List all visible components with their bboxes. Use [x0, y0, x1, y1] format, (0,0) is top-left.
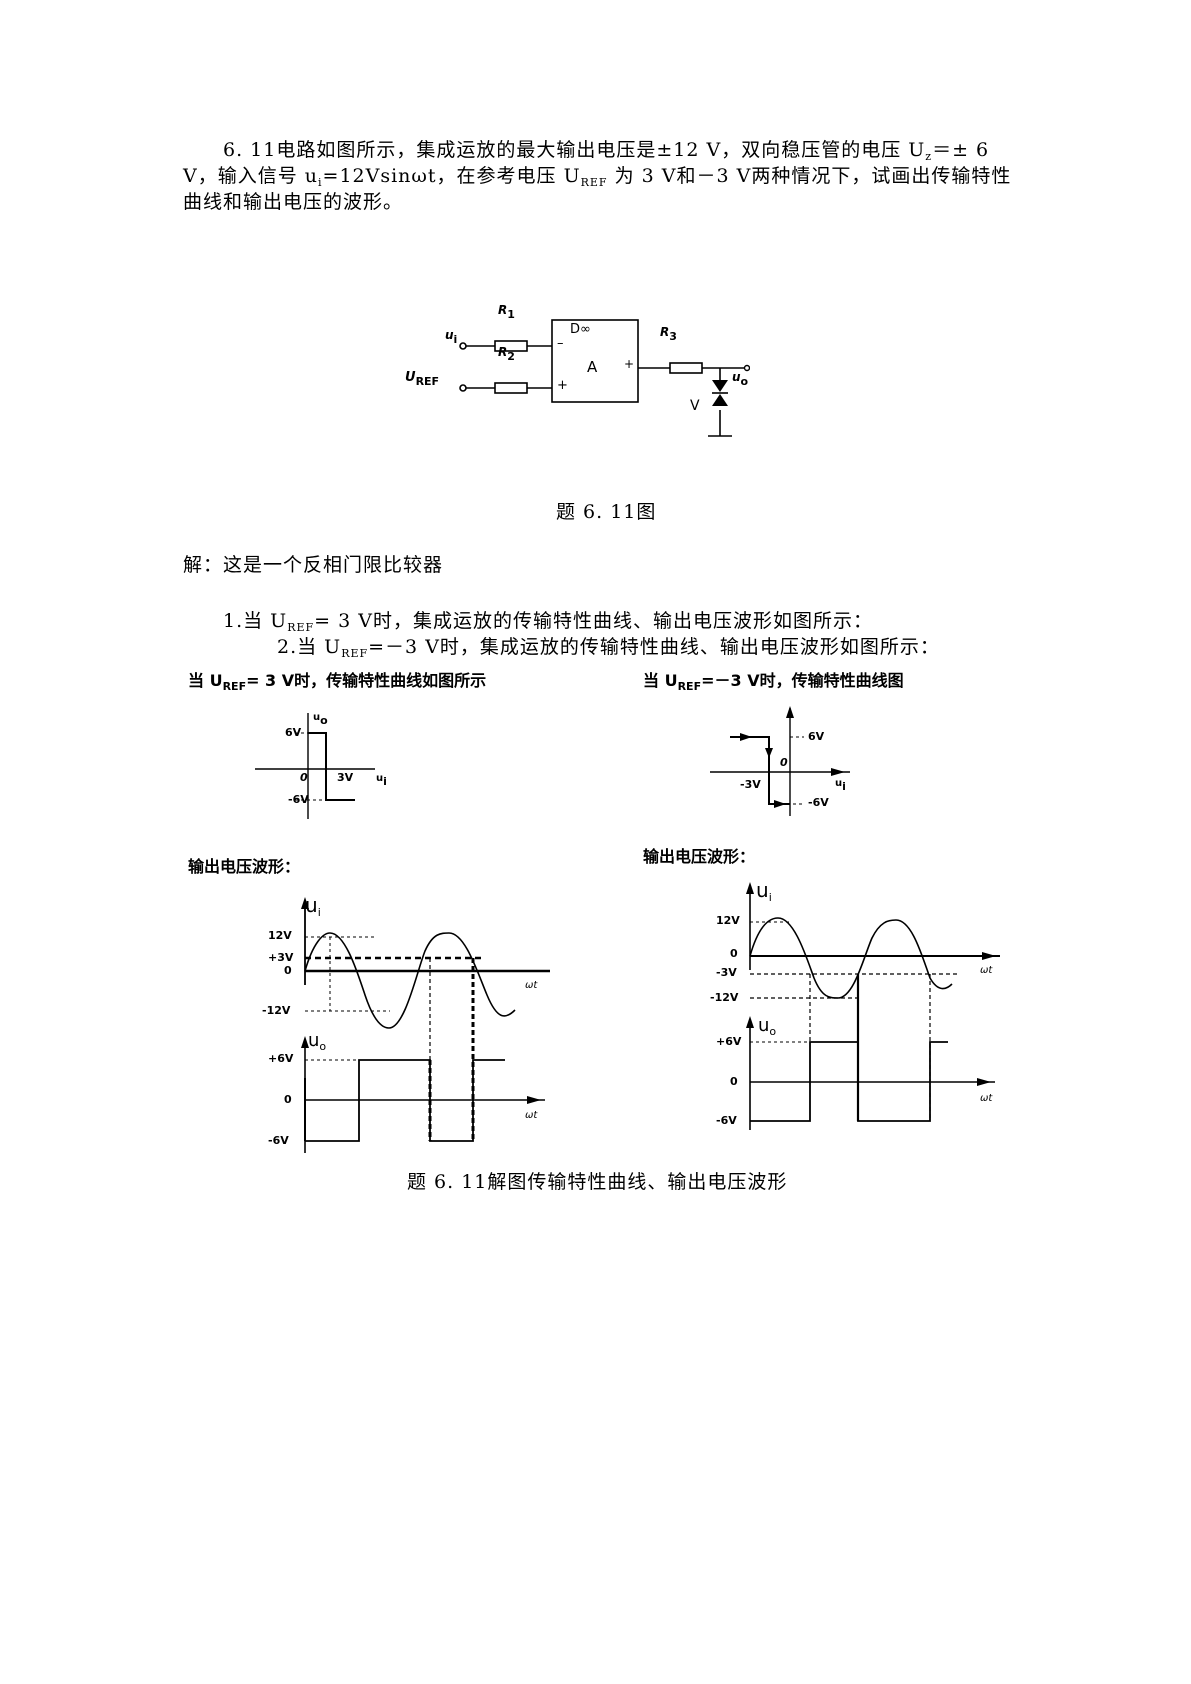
right-wave-uo-label: uo: [758, 1015, 777, 1038]
problem-line-2: V，输入信号 ui=12Vsinωt，在参考电压 UREF 为 3 V和－3 V…: [183, 165, 1012, 189]
left-wave-wt2: ωt: [525, 1110, 538, 1121]
left-input-sine: [304, 932, 516, 1029]
left-wave-ym12: -12V: [262, 1004, 291, 1017]
circuit-diagram: [459, 319, 750, 437]
right-waveform: [746, 882, 1000, 1130]
figure-caption: 题 6. 11图: [556, 501, 657, 523]
opamp-minus: –: [557, 336, 564, 351]
right-wave-wt2: ωt: [980, 1093, 993, 1104]
left-waveform: [301, 897, 550, 1153]
right-wave-y0b: 0: [730, 1075, 738, 1088]
right-tc-x-axis-label: ui: [835, 778, 846, 793]
right-wave-yp6: +6V: [716, 1035, 742, 1048]
opamp-plus-input: +: [557, 378, 568, 393]
solution-text: 解：这是一个反相门限比较器: [183, 554, 444, 576]
right-wave-y12: 12V: [716, 914, 740, 927]
right-wave-wt: ωt: [980, 965, 993, 976]
opamp-plus-output: +: [624, 357, 635, 371]
circuit-r3-label: R3: [660, 325, 677, 343]
left-wave-y3: +3V: [268, 951, 294, 964]
zener-label: V: [690, 398, 700, 414]
right-tc-curve: [730, 736, 790, 805]
circuit-uref-label: UREF: [405, 370, 440, 388]
left-wave-title: 输出电压波形：: [188, 857, 301, 876]
problem-line-1: 6. 11电路如图所示，集成运放的最大输出电压是±12 V，双向稳压管的电压 U…: [223, 139, 990, 163]
right-wave-ui-label: ui: [756, 878, 772, 904]
right-tc-threshold: -3V: [740, 778, 761, 791]
right-transfer-characteristic: [710, 706, 850, 816]
left-wave-yp6: +6V: [268, 1052, 294, 1065]
left-transfer-characteristic: [255, 713, 375, 819]
problem-line-3: 曲线和输出电压的波形。: [183, 191, 404, 213]
right-tc-pos-label: 6V: [808, 730, 825, 743]
circuit-ui-label: ui: [445, 328, 458, 346]
circuit-uo-label: uo: [732, 370, 749, 388]
left-tc-threshold: 3V: [337, 771, 354, 784]
right-tc-neg-label: -6V: [808, 796, 829, 809]
right-input-sine: [749, 917, 953, 999]
right-tc-title: 当 UREF=－3 V时，传输特性曲线图: [643, 671, 904, 693]
left-tc-title: 当 UREF= 3 V时，传输特性曲线如图所示: [188, 671, 487, 693]
circuit-r2-label: R2: [498, 345, 515, 363]
right-tc-origin: 0: [780, 756, 788, 769]
circuit-r1-label: R1: [498, 303, 515, 321]
case1-text: 1.当 UREF= 3 V时，集成运放的传输特性曲线、输出电压波形如图所示：: [223, 610, 873, 634]
left-wave-uo-label: uo: [308, 1030, 327, 1053]
left-wave-ui-label: ui: [305, 893, 321, 919]
left-tc-neg-label: -6V: [288, 793, 309, 806]
right-wave-y0: 0: [730, 947, 738, 960]
left-wave-wt: ωt: [525, 980, 538, 991]
left-wave-y12: 12V: [268, 929, 292, 942]
right-wave-title: 输出电压波形：: [643, 847, 756, 866]
opamp-symbol: D∞: [570, 322, 591, 337]
left-tc-pos-label: 6V: [285, 726, 302, 739]
left-tc-curve: [308, 732, 355, 801]
right-wave-ym3: -3V: [716, 966, 737, 979]
right-wave-ym6: -6V: [716, 1114, 737, 1127]
left-wave-y0: 0: [284, 964, 292, 977]
left-tc-x-axis-label: ui: [376, 773, 387, 788]
case2-text: 2.当 UREF=－3 V时，集成运放的传输特性曲线、输出电压波形如图所示：: [277, 636, 940, 660]
opamp-label: A: [587, 358, 598, 376]
solution-figure-caption: 题 6. 11解图传输特性曲线、输出电压波形: [407, 1171, 788, 1193]
left-tc-origin: 0: [300, 771, 308, 784]
left-wave-y0b: 0: [284, 1093, 292, 1106]
left-tc-y-axis-label: uo: [313, 712, 328, 727]
right-wave-ym12: -12V: [710, 991, 739, 1004]
left-wave-ym6: -6V: [268, 1134, 289, 1147]
zener-diode: [712, 380, 728, 406]
